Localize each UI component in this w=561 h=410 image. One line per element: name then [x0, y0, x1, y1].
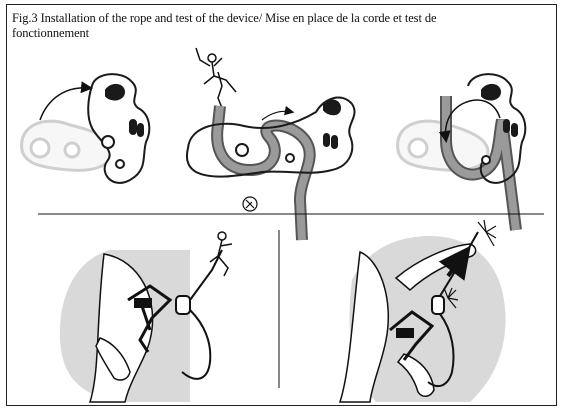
- step-thread-rope: [187, 48, 355, 240]
- climber-icon: [196, 48, 236, 108]
- rope-arrow: [262, 111, 292, 120]
- step-close-device: [398, 74, 526, 230]
- step-open-device: [22, 74, 150, 183]
- step-function-test: [340, 220, 506, 402]
- hand-icon: [243, 197, 257, 211]
- step-harness-attach: [60, 232, 232, 402]
- rotation-arrow: [40, 88, 90, 120]
